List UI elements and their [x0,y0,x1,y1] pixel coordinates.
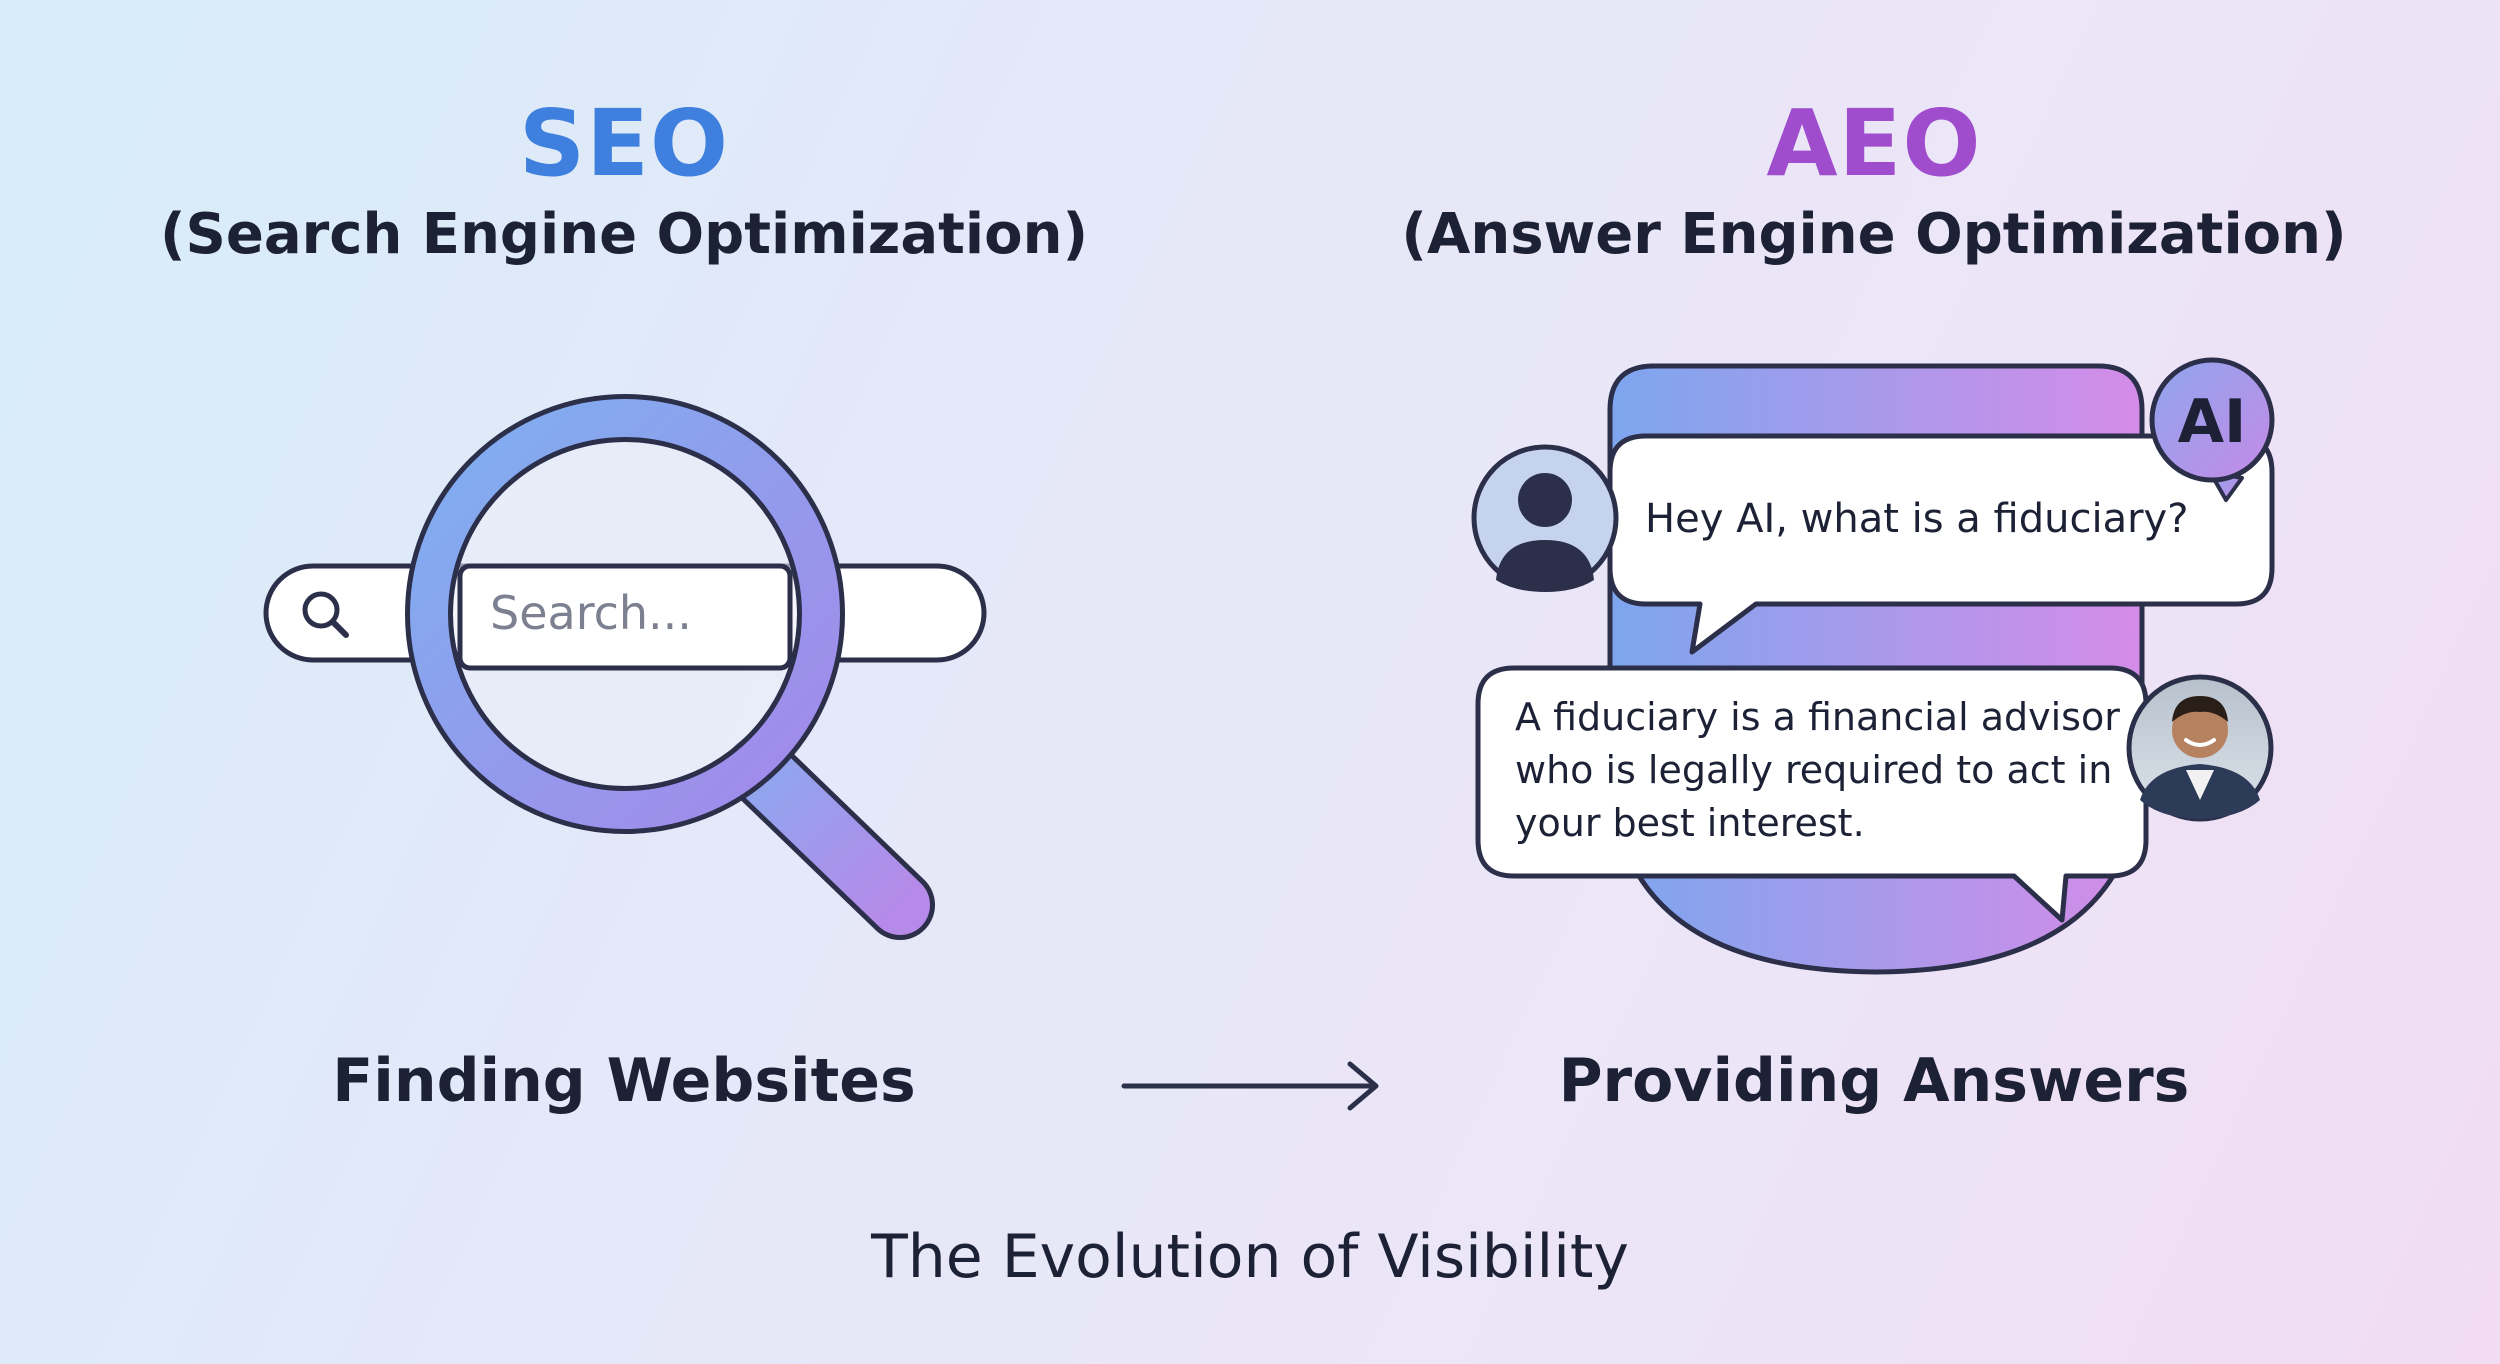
search-icon [302,591,349,638]
question-text: Hey AI, what is a fiduciary? [1645,496,2188,542]
footer-title: The Evolution of Visibility [871,1222,1629,1292]
arrow-right-icon [1121,1061,1379,1111]
question-bubble: Hey AI, what is a fiduciary? [1607,433,2275,655]
aeo-title: AEO [1766,90,1982,197]
answer-line: who is legally required to act in [1515,748,2112,792]
answer-text: A fiduciary is a financial advisor who i… [1515,695,2132,845]
answer-line: your best interest. [1515,801,1865,845]
aeo-header: AEO (Answer Engine Optimization) [1324,98,2424,266]
aeo-caption: Providing Answers [1558,1046,2190,1116]
advisor-avatar [2126,674,2274,822]
seo-caption: Finding Websites [332,1046,916,1116]
answer-line: A fiduciary is a financial advisor [1515,695,2120,739]
ai-badge: AI [2149,357,2275,502]
seo-subtitle: (Search Engine Optimization) [159,202,1089,267]
answer-bubble: A fiduciary is a financial advisor who i… [1475,665,2149,923]
search-placeholder: Search... [490,586,692,640]
aeo-subtitle: (Answer Engine Optimization) [1401,202,2347,267]
search-field-magnified: Search... [457,563,793,671]
user-avatar-icon [1471,444,1619,592]
seo-title: SEO [518,90,730,197]
magnifying-glass-icon [405,394,935,940]
seo-header: SEO (Search Engine Optimization) [74,98,1174,266]
ai-badge-label: AI [2178,387,2247,457]
